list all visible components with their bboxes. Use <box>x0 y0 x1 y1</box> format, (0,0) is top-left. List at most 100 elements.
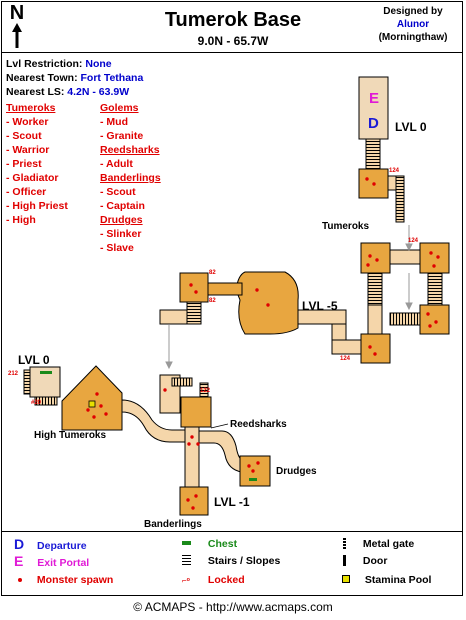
monster-list-item: - Slinker <box>100 228 142 240</box>
monster-spawn-dot <box>86 408 90 412</box>
map-coords: 9.0N - 65.7W <box>197 34 269 48</box>
level-link-arrows <box>165 225 413 370</box>
legend-metal-gate: Metal gate <box>340 538 414 551</box>
monster-list-item: - Worker <box>6 116 49 128</box>
legend-departure: D Departure <box>14 537 87 553</box>
chest-icon <box>182 541 191 545</box>
monster-group-heading: Tumeroks <box>6 102 56 114</box>
cave-lvl5 <box>235 271 299 335</box>
banderlings-room <box>179 486 209 516</box>
monster-spawn-dot <box>251 469 255 473</box>
spawn-dot-icon <box>18 578 22 582</box>
header-divider <box>1 52 463 53</box>
metal-gate-icon <box>343 538 346 549</box>
monster-spawn-dot <box>99 404 103 408</box>
monster-spawn-dot <box>372 182 376 186</box>
monster-spawn-dot <box>190 435 194 439</box>
monster-list-item: - Officer <box>6 186 47 198</box>
legend-stamina-label: Stamina Pool <box>364 574 432 586</box>
monster-spawn-dot <box>426 312 430 316</box>
monster-list-item: - Scout <box>100 186 136 198</box>
legend-door: Door <box>340 555 387 568</box>
legend-exit: E Exit Portal <box>14 554 89 570</box>
monster-spawn-dot <box>366 263 370 267</box>
reedsharks-pointer <box>210 423 229 429</box>
locked-code: 82 <box>209 298 216 304</box>
monster-spawn-dot <box>266 303 270 307</box>
locked-code: 124 <box>389 168 400 174</box>
monster-spawn-dot <box>375 258 379 262</box>
stamina-pool <box>88 400 96 408</box>
legend-door-label: Door <box>362 555 388 567</box>
stairs-down-tumeroks <box>395 175 405 223</box>
locked-code: 82 <box>209 270 216 276</box>
monster-spawn-dot <box>186 498 190 502</box>
lvl-restriction-label: Lvl Restriction: <box>6 58 83 70</box>
locked-code: 122 <box>200 388 211 394</box>
legend-locked-label: Locked <box>207 574 245 586</box>
nearest-ls-label: Nearest LS: <box>6 86 65 98</box>
legend-locked: ⌐ᵒ Locked <box>182 574 245 587</box>
monster-spawn-dot <box>368 345 372 349</box>
corridor-tumeroks-north <box>389 249 421 265</box>
legend-stairs-label: Stairs / Slopes <box>207 555 281 567</box>
monster-list-item: - High Priest <box>6 200 68 212</box>
monster-list-item: - Gladiator <box>6 172 59 184</box>
stairs-tumeroks-east <box>427 272 443 306</box>
monster-spawns <box>86 177 440 510</box>
monster-spawn-dot <box>255 288 259 292</box>
nearest-ls: Nearest LS: 4.2N - 63.9W <box>6 86 129 99</box>
legend: D Departure E Exit Portal Monster spawn … <box>0 533 466 595</box>
exit-portal-marker: E <box>369 90 379 107</box>
monster-spawn-dot <box>104 412 108 416</box>
monster-group-heading: Banderlings <box>100 172 161 184</box>
lvl0-start-area: E D LVL 0 <box>358 76 427 223</box>
compass-letter: N <box>9 2 25 24</box>
monster-spawn-dot <box>429 251 433 255</box>
legend-stamina: Stamina Pool <box>340 574 431 587</box>
monster-list-item: - Priest <box>6 158 42 170</box>
monster-group-heading: Drudges <box>100 214 143 226</box>
stairs-down-start <box>365 138 381 170</box>
drudges-label: Drudges <box>276 466 317 477</box>
legend-spawn: Monster spawn <box>14 574 113 587</box>
stairs-lvl5-down <box>186 301 202 325</box>
monster-spawn-dot <box>163 388 167 392</box>
monster-spawn-dot <box>196 442 200 446</box>
author-name: Alunor <box>396 19 430 30</box>
north-arrow-icon <box>12 23 22 48</box>
tumeroks-room-sw <box>360 333 391 364</box>
monster-list-item: - Scout <box>6 130 42 142</box>
high-tumeroks-hall <box>61 365 123 431</box>
monster-spawn-dot <box>187 442 191 446</box>
designed-by-label: Designed by <box>383 6 443 17</box>
monster-list-item: - Captain <box>100 200 145 212</box>
tumeroks-label: Tumeroks <box>322 221 369 232</box>
monster-spawn-dot <box>247 464 251 468</box>
monster-spawn-dot <box>256 461 260 465</box>
author-sub: (Morningthaw) <box>378 32 448 43</box>
corridor-lvl5-west <box>207 282 243 296</box>
nearest-ls-value: 4.2N - 63.9W <box>67 86 130 98</box>
locked-code: 124 <box>408 238 419 244</box>
legend-stairs: Stairs / Slopes <box>182 555 280 568</box>
lvl-restriction: Lvl Restriction: None <box>6 58 112 71</box>
nearest-town-value: Fort Tethana <box>80 72 144 84</box>
stairs-tumeroks-link <box>389 312 421 326</box>
high-tumeroks-label: High Tumeroks <box>34 430 106 441</box>
lvl-minus1-area: LVL -1 Reedsharks Drudges Banderlings <box>144 374 317 530</box>
corridor-lvl5-bottom <box>331 339 362 355</box>
dungeon-map: E D LVL 0 Tumeroks LVL -5 <box>8 76 450 530</box>
monster-list-column-1: Tumeroks- Worker- Scout- Warrior- Priest… <box>6 101 68 227</box>
legend-divider <box>1 531 463 532</box>
monster-list-item: - Mud <box>100 116 128 128</box>
chest-drudges <box>249 478 257 481</box>
drudges-room <box>239 455 271 487</box>
designer-block: Designed by Alunor (Morningthaw) <box>368 5 458 44</box>
locked-code: 124 <box>340 356 351 362</box>
monster-list-item: - Adult <box>100 158 133 170</box>
tumeroks-room-east <box>419 242 450 274</box>
monster-spawn-dot <box>189 283 193 287</box>
monster-spawn-dot <box>365 177 369 181</box>
